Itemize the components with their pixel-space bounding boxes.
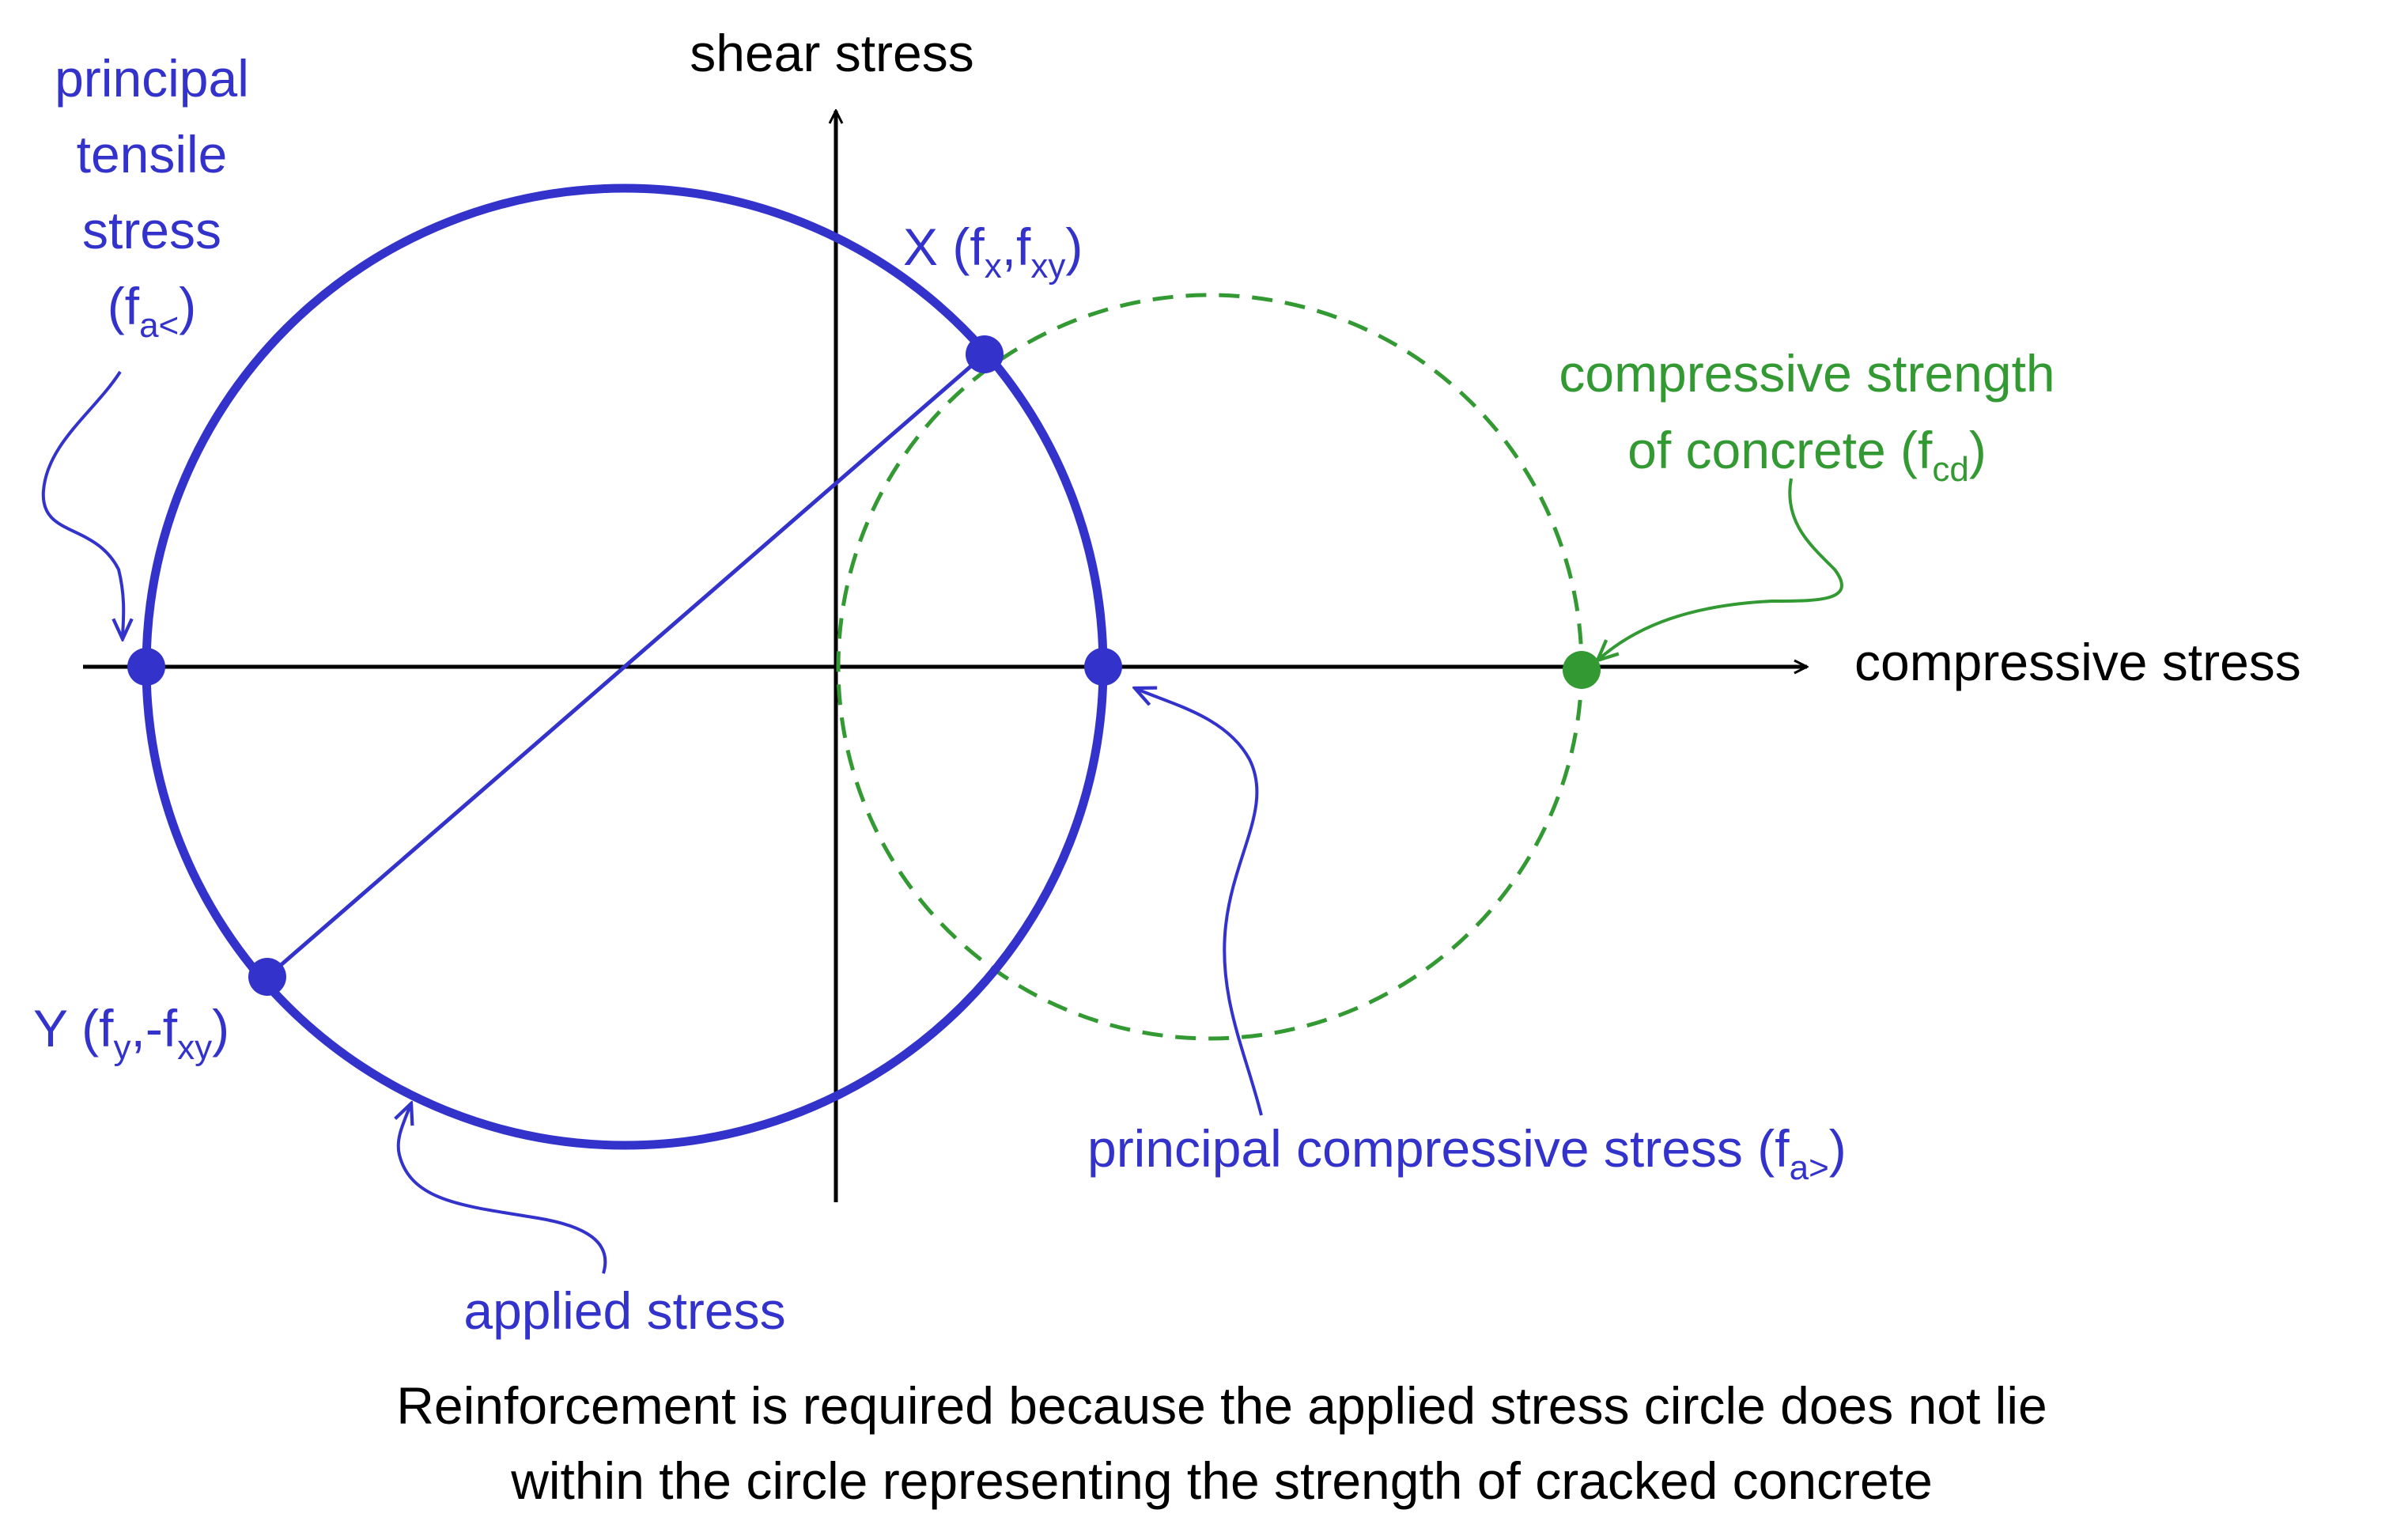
point-x-label: X (fx,fxy) (903, 218, 1083, 286)
strength-line-1: compressive strength (1559, 344, 2055, 403)
point-y-label: Y (fy,-fxy) (33, 999, 229, 1067)
point-principal-compressive (1084, 648, 1122, 686)
x-axis-label: compressive stress (1854, 633, 2301, 691)
caption-line-2: within the circle representing the stren… (510, 1451, 1933, 1510)
principal-compressive-label: principal compressive stress (fa>) (1087, 1119, 1847, 1187)
y-axis-label: shear stress (690, 24, 973, 82)
principal-tensile-label: principal tensile stress (fa<) (55, 49, 249, 345)
strength-line-2: of concrete (fcd) (1627, 421, 1987, 489)
point-principal-tensile (127, 648, 165, 686)
applied-pointer-arrow (399, 1103, 607, 1274)
compressive-strength-label: compressive strength of concrete (fcd) (1559, 344, 2055, 489)
caption-line-1: Reinforcement is required because the ap… (396, 1376, 2047, 1435)
tensile-pointer-arrow (41, 370, 124, 639)
tensile-line-2: tensile (77, 125, 228, 184)
tensile-line-1: principal (55, 49, 249, 108)
tensile-symbol: (fa<) (108, 277, 196, 345)
tensile-line-3: stress (82, 201, 221, 259)
point-compressive-strength (1563, 651, 1601, 689)
diameter-line (266, 353, 986, 978)
principal-compressive-pointer-arrow (1135, 688, 1263, 1116)
point-y (248, 958, 286, 996)
point-x (966, 335, 1004, 373)
applied-stress-label: applied stress (463, 1281, 785, 1340)
strength-pointer-arrow (1597, 478, 1843, 660)
